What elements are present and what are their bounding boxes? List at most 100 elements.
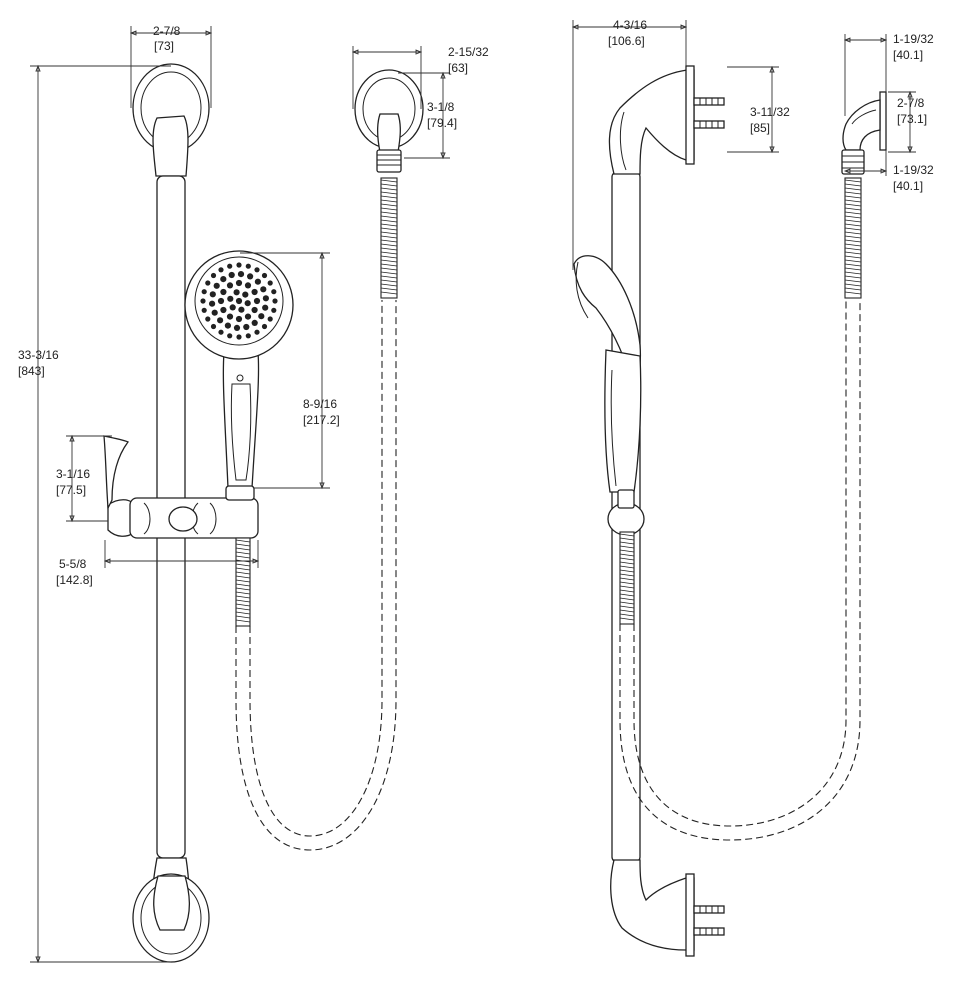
bottom-bar-bracket-front: [153, 875, 191, 931]
hose-coil-ring: [380, 239, 398, 243]
hose-coil-ring: [235, 571, 251, 575]
nozzle: [220, 306, 227, 314]
side-mount-label: 3-11/32: [750, 105, 790, 119]
hose-coil-ring: [844, 191, 862, 195]
hook-height-mm: [77.5]: [56, 483, 86, 497]
hose-coil-ring: [619, 553, 635, 557]
hose-coil-ring: [844, 255, 862, 259]
hose-coil-ring: [380, 287, 398, 291]
nozzle: [217, 317, 224, 324]
hose-coil-ring: [619, 613, 635, 617]
hose-coil-ring: [844, 291, 862, 295]
hose-dashed-outer: [235, 300, 397, 851]
hose-coil-ring: [619, 601, 635, 605]
hose-coil-ring: [844, 243, 862, 247]
nozzle: [235, 297, 243, 305]
front-wall-elbow: [354, 69, 424, 173]
nozzle: [209, 291, 216, 298]
hose-coil-ring: [380, 191, 398, 195]
hose-coil-ring: [380, 291, 398, 295]
handle-inset: [230, 383, 252, 481]
nozzle: [236, 334, 242, 340]
nozzle: [210, 323, 217, 330]
nozzle: [254, 278, 261, 285]
hose-coil-ring: [380, 275, 398, 279]
anchor-top-2: [693, 120, 725, 129]
hook-reach-mm: [142.8]: [56, 573, 93, 587]
nozzle: [244, 282, 252, 289]
side-elbow-body: [842, 99, 881, 151]
hose-coil-ring: [380, 179, 398, 183]
side-elbow-nut-threads: [842, 155, 864, 169]
hose-coil-ring: [380, 235, 398, 239]
side-hose-dashed-outer: [619, 300, 861, 841]
hose-coil-ring: [235, 579, 251, 583]
side-bottom-bracket: [610, 859, 695, 951]
dimension-labels: 2-7/8 [73] 33-3/16 [843] 3-1/16 [77.5] 5…: [18, 18, 934, 587]
side-hose-dashed-inner: [633, 300, 847, 827]
hose-coil-ring: [380, 255, 398, 259]
bar-height-mm: [843]: [18, 364, 45, 378]
hose-coil-ring: [380, 195, 398, 199]
hose-coil-ring: [380, 227, 398, 231]
hose-coil-ring: [844, 251, 862, 255]
hose-coil-ring: [619, 597, 635, 601]
hose-coil-ring: [235, 595, 251, 599]
hose-coil-ring: [844, 203, 862, 207]
hose-coil-ring: [619, 593, 635, 597]
hose-coil-ring: [844, 195, 862, 199]
hose-coil-ring: [619, 609, 635, 613]
front-slider-holder: [103, 435, 259, 539]
elbow-width-mm: [63]: [448, 61, 468, 75]
hose-coil-ring: [380, 283, 398, 287]
hose-coil-ring: [380, 251, 398, 255]
nozzle: [251, 306, 258, 314]
side-hand-shower: [573, 255, 645, 536]
hose-coil-ring: [380, 259, 398, 263]
nozzle: [201, 307, 207, 313]
nozzle: [238, 306, 245, 313]
nozzle: [244, 300, 251, 307]
side-handle: [604, 349, 642, 493]
side-hose-coil-lower: [619, 533, 635, 621]
nozzle: [233, 324, 241, 331]
hose-coil-ring: [619, 541, 635, 545]
side-wall-elbow: [841, 91, 887, 175]
hose-coil-ring: [380, 247, 398, 251]
hose-coil-ring: [844, 247, 862, 251]
nozzle: [205, 316, 211, 322]
hook-height-label: 3-1/16: [56, 467, 90, 481]
hose-coil-ring: [619, 549, 635, 553]
side-anchors: [693, 97, 725, 936]
hose-coil-lower: [235, 539, 251, 623]
hose-coil-ring: [844, 183, 862, 187]
hose-coil-ring: [844, 215, 862, 219]
handle-button: [236, 374, 244, 382]
elbow-height-mm: [79.4]: [427, 116, 457, 130]
bar-width-mm: [73]: [154, 39, 174, 53]
front-hose: [235, 177, 398, 851]
handle: [222, 351, 260, 489]
hose-coil-ring: [619, 533, 635, 537]
nozzle: [271, 307, 277, 313]
hose-coil-ring: [619, 545, 635, 549]
hose-coil-ring: [844, 259, 862, 263]
hose-coil-ring: [235, 591, 251, 595]
side-hose: [619, 177, 862, 841]
hose-coil-ring: [380, 223, 398, 227]
side-depth-label: 4-3/16: [613, 18, 647, 32]
nozzle: [262, 295, 269, 302]
side-head-face: [575, 261, 589, 319]
hose-coil-ring: [619, 573, 635, 577]
nozzle: [267, 280, 273, 286]
hose-coil-ring: [619, 537, 635, 541]
elbow-nut: [376, 149, 402, 173]
nozzle: [261, 272, 268, 279]
hose-coil-ring: [380, 211, 398, 215]
hose-coil-ring: [235, 607, 251, 611]
hose-coil-ring: [619, 581, 635, 585]
nozzle: [201, 289, 207, 295]
hose-coil-ring: [380, 203, 398, 207]
hose-coil-ring: [380, 183, 398, 187]
